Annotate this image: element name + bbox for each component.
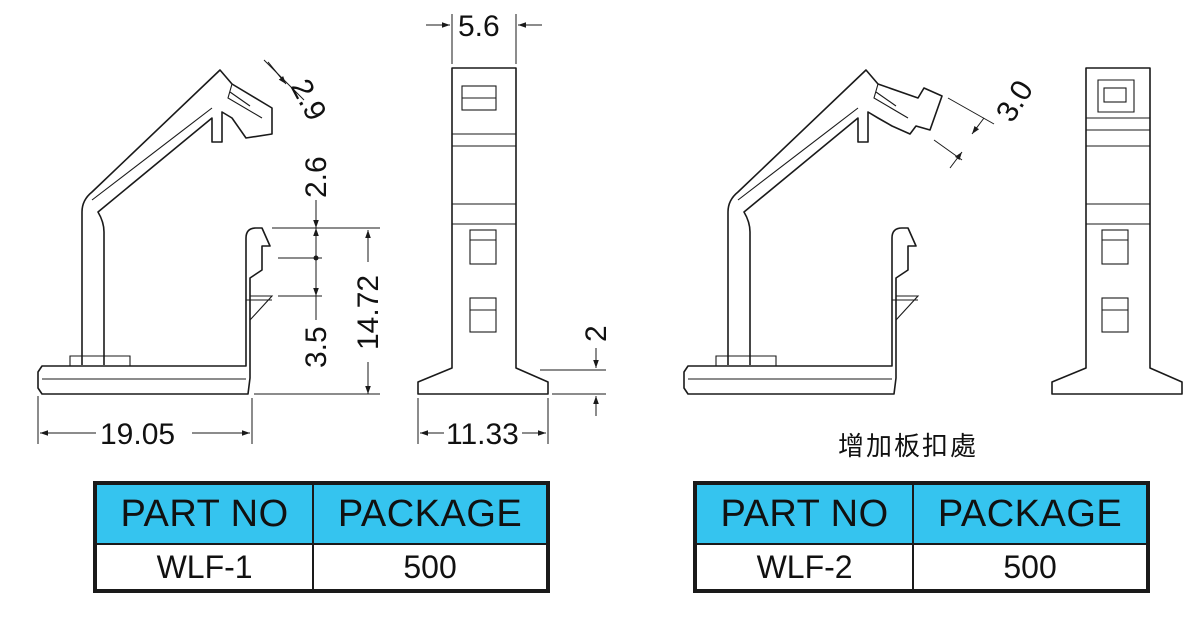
wlf2-front-view [1051,67,1183,395]
dim-2-9: 2.9 [284,74,333,126]
cell-package: 500 [312,543,549,592]
wlf1-front-dimension-lines [417,14,606,444]
header-part-no: PART NO [693,482,915,545]
dim-3-0: 3.0 [990,75,1040,128]
header-part-no: PART NO [93,482,315,545]
dim-19-05: 19.05 [100,418,175,451]
dim-2: 2 [580,325,613,342]
part-table-wlf-2: PART NO PACKAGE WLF-2 500 [693,481,1150,593]
header-package: PACKAGE [912,482,1149,545]
wlf2-side-view [683,69,943,395]
dim-14-72: 14.72 [352,275,385,350]
wlf2-dimension-lines [933,97,995,169]
dim-2-6: 2.6 [300,156,333,198]
part-table-wlf-1: PART NO PACKAGE WLF-1 500 [93,481,550,593]
wlf1-dimension-lines [37,59,380,444]
wlf1-front-view [417,67,549,395]
wlf2-note: 增加板扣處 [838,432,978,462]
cell-package: 500 [912,543,1149,592]
wlf1-side-view [37,69,274,395]
dim-5-6: 5.6 [458,10,500,43]
cell-part-no: WLF-1 [93,543,315,592]
header-package: PACKAGE [312,482,549,545]
dim-3-5: 3.5 [300,326,333,368]
cell-part-no: WLF-2 [693,543,915,592]
dim-11-33: 11.33 [446,418,519,451]
